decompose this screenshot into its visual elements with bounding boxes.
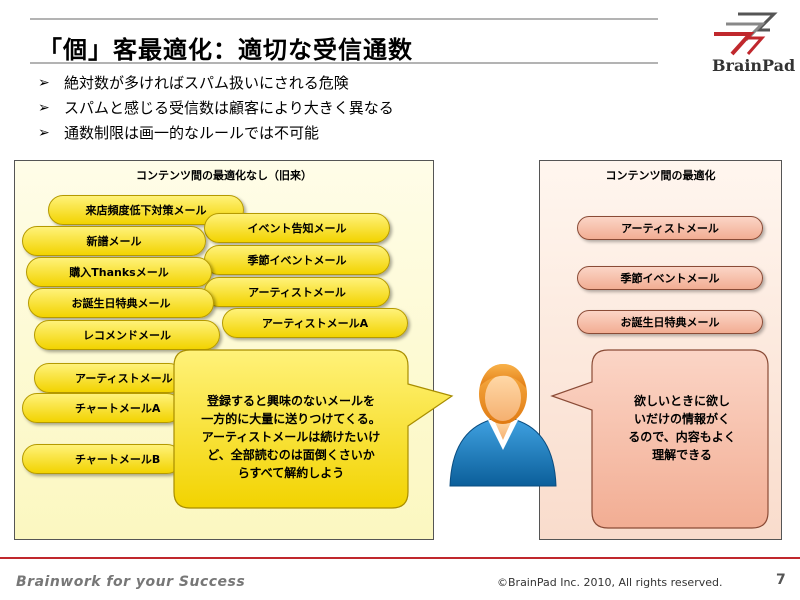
email-pill: アーティストメールB [34, 363, 184, 393]
footer-tagline: Brainwork for your Success [16, 574, 246, 590]
email-pill: 季節イベントメール [204, 245, 390, 275]
brainpad-logo-icon [714, 12, 778, 56]
speech-line: 登録すると興味のないメールを [206, 394, 375, 408]
optimized-email-pill: アーティストメール [577, 216, 763, 240]
email-pill: アーティストメールA [222, 308, 408, 338]
left-speech-text: 登録すると興味のないメールを 一方的に大量に送りつけてくる。 アーティストメール… [180, 392, 402, 482]
title-bottom-rule [30, 62, 658, 64]
title-top-rule [30, 18, 658, 20]
optimized-email-pill: お誕生日特典メール [577, 310, 763, 334]
speech-line: 欲しいときに欲し [633, 394, 730, 408]
bullet-item: ➢ 絶対数が多ければスパム扱いにされる危険 [38, 70, 394, 95]
footer-copyright: ©BrainPad Inc. 2010, All rights reserved… [497, 576, 723, 589]
speech-line: 一方的に大量に送りつけてくる。 [201, 412, 381, 426]
bullet-text: 絶対数が多ければスパム扱いにされる危険 [64, 74, 349, 92]
speech-line: るので、内容もよく [628, 430, 736, 444]
page-number: 7 [776, 572, 786, 588]
optimized-email-pill: 季節イベントメール [577, 266, 763, 290]
right-panel-title: コンテンツ間の最適化 [605, 169, 716, 182]
speech-line: らすべて解約しよう [237, 466, 345, 480]
email-pill: アーティストメール [204, 277, 390, 307]
footer-rule [0, 557, 800, 559]
email-pill: 購入Thanksメール [26, 257, 212, 287]
email-pill: チャートメールB [22, 444, 182, 474]
speech-line: いだけの情報がく [633, 412, 730, 426]
bullet-item: ➢ 通数制限は画一的なルールでは不可能 [38, 120, 394, 145]
speech-line: アーティストメールは続けたいけ [201, 430, 381, 444]
arrow-bullet-icon: ➢ [38, 99, 50, 116]
page-title: 「個」客最適化：適切な受信通数 [38, 36, 413, 64]
bullet-text: 通数制限は画一的なルールでは不可能 [64, 124, 320, 142]
email-pill: レコメンドメール [34, 320, 220, 350]
arrow-bullet-icon: ➢ [38, 124, 50, 141]
email-pill: 新譜メール [22, 226, 206, 256]
left-panel-title: コンテンツ間の最適化なし（旧来） [136, 169, 312, 182]
bullet-list: ➢ 絶対数が多ければスパム扱いにされる危険 ➢ スパムと感じる受信数は顧客により… [38, 70, 394, 145]
logo-text: BrainPad [712, 56, 796, 75]
right-speech-text: 欲しいときに欲し いだけの情報がく るので、内容もよく 理解できる [600, 392, 764, 464]
speech-line: 理解できる [652, 448, 712, 462]
bullet-text: スパムと感じる受信数は顧客により大きく異なる [64, 99, 394, 117]
email-pill: イベント告知メール [204, 213, 390, 243]
bullet-item: ➢ スパムと感じる受信数は顧客により大きく異なる [38, 95, 394, 120]
email-pill: チャートメールA [22, 393, 182, 423]
arrow-bullet-icon: ➢ [38, 74, 50, 91]
speech-line: ど、全部読むのは面倒くさいか [207, 448, 375, 462]
email-pill: お誕生日特典メール [28, 288, 214, 318]
